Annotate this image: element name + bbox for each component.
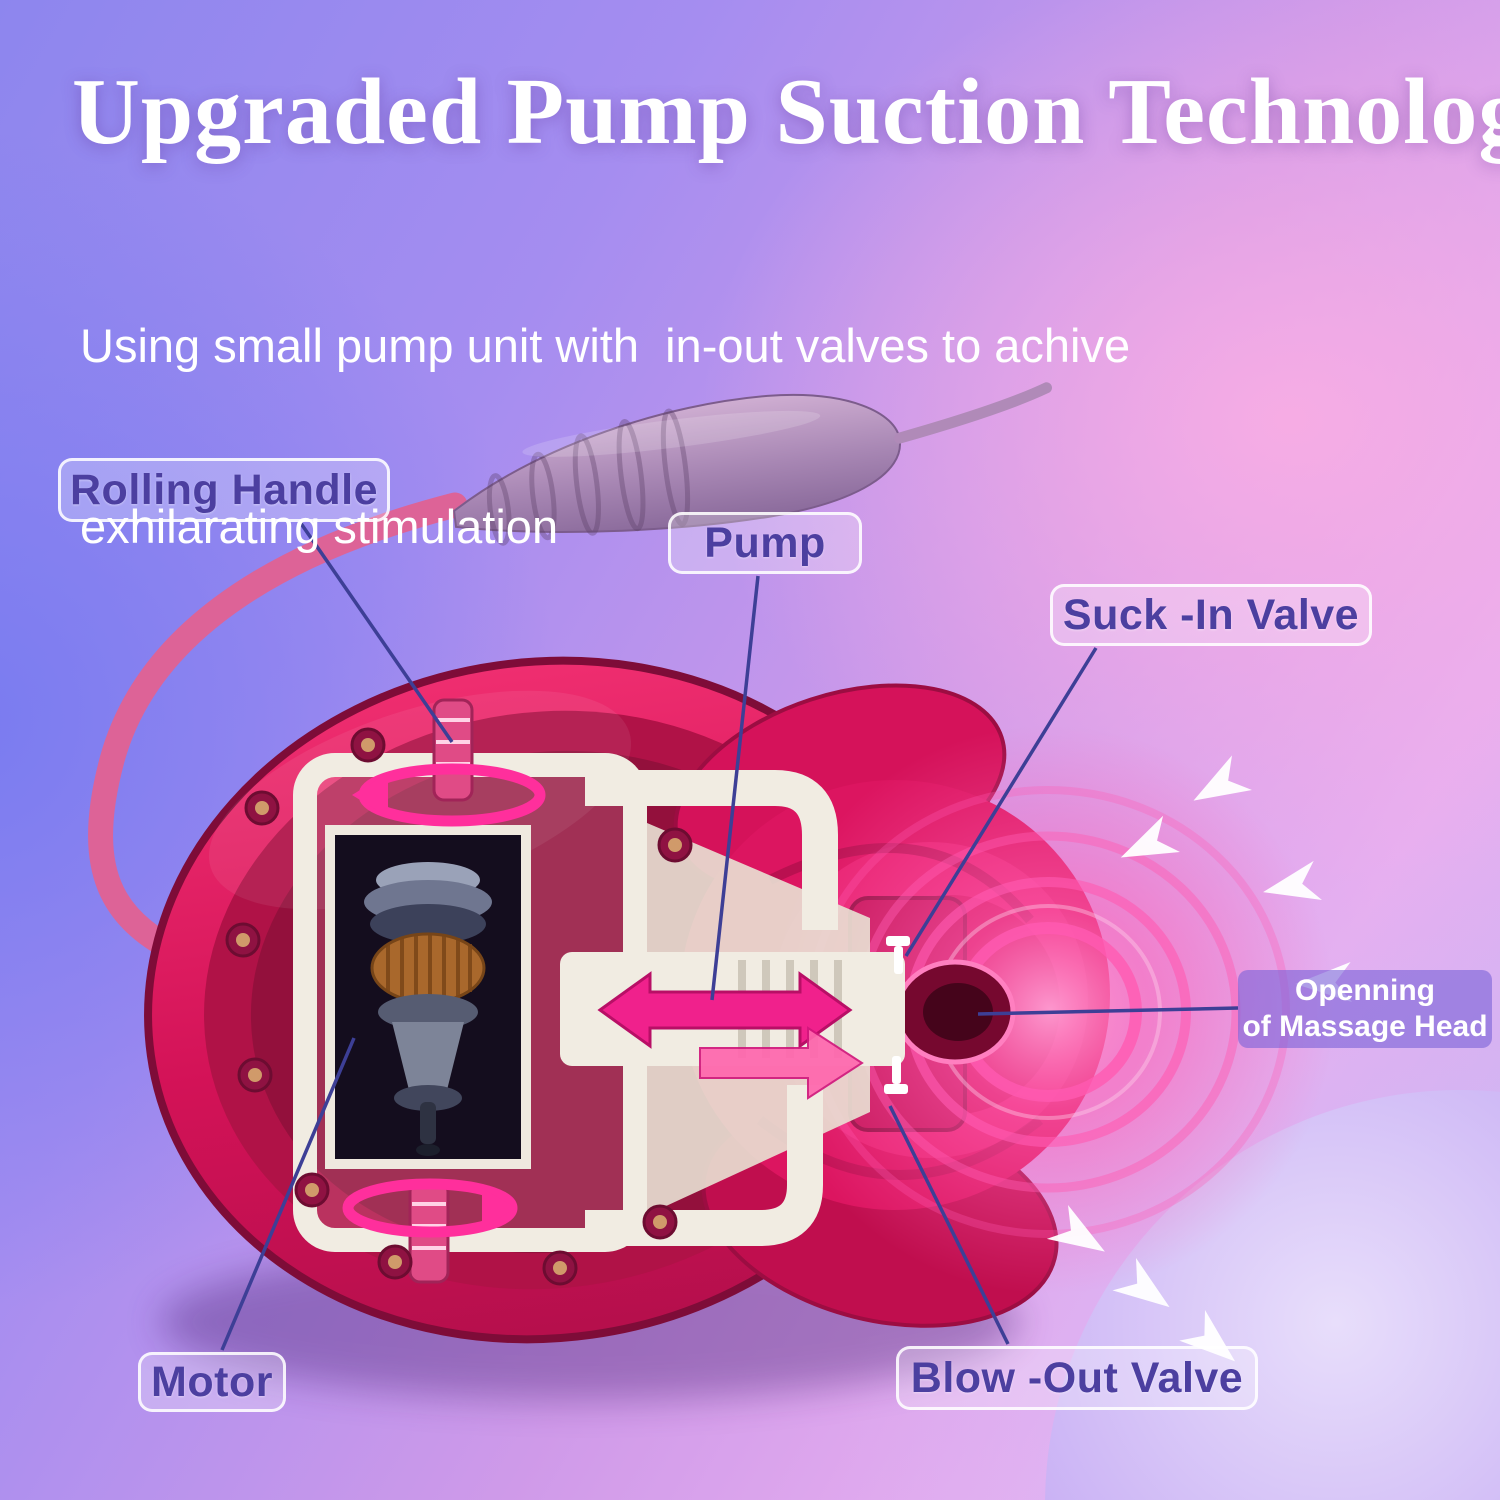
callout-motor-label: Motor bbox=[151, 1357, 273, 1406]
background-sphere bbox=[1045, 1090, 1500, 1500]
suck-in-valve bbox=[886, 936, 910, 974]
callout-pump-label: Pump bbox=[704, 518, 826, 567]
callout-rolling-handle: Rolling Handle bbox=[58, 458, 390, 522]
callout-suck-in-valve: Suck -In Valve bbox=[1050, 584, 1372, 646]
leader-lines bbox=[220, 521, 1239, 1351]
page-title: Upgraded Pump Suction Technology bbox=[72, 60, 1500, 164]
leader-blow-out-valve bbox=[888, 1105, 1010, 1345]
bullet-attachment bbox=[453, 382, 1053, 546]
rotation-arrow-icon-top bbox=[352, 763, 546, 827]
callout-suck-in-valve-label: Suck -In Valve bbox=[1062, 590, 1360, 639]
callout-motor: Motor bbox=[138, 1352, 286, 1412]
callout-opening-of-massage-head: Openning of Massage Head bbox=[1238, 970, 1492, 1048]
subtitle-line-2: exhilarating stimulation bbox=[80, 499, 559, 553]
callout-rolling-handle-label: Rolling Handle bbox=[70, 465, 378, 514]
leader-opening bbox=[977, 1006, 1239, 1016]
connecting-cord bbox=[88, 492, 468, 971]
callout-opening-line-1: Openning bbox=[1295, 974, 1435, 1007]
callout-blow-out-valve-label: Blow -Out Valve bbox=[910, 1353, 1244, 1402]
callout-pump: Pump bbox=[668, 512, 862, 574]
leader-rolling-handle bbox=[298, 521, 454, 743]
massage-head-opening bbox=[894, 959, 1016, 1065]
suction-glow bbox=[765, 725, 1335, 1295]
leader-motor bbox=[220, 1037, 356, 1351]
motor-photo bbox=[325, 825, 531, 1169]
subtitle-line-1: Using small pump unit with in-out valves… bbox=[80, 319, 1131, 373]
blow-out-valve bbox=[884, 1056, 908, 1094]
callout-opening-line-2: of Massage Head bbox=[1242, 1010, 1488, 1043]
leader-pump bbox=[710, 575, 760, 1001]
in-out-double-arrow-icon bbox=[597, 971, 864, 1100]
leader-suck-in-valve bbox=[904, 647, 1098, 957]
page-subtitle: Using small pump unit with in-out valves… bbox=[80, 196, 1330, 677]
screws bbox=[225, 727, 693, 1286]
rotation-arrow-icon-bottom bbox=[342, 1178, 518, 1238]
callout-blow-out-valve: Blow -Out Valve bbox=[896, 1346, 1258, 1410]
rolling-handle-top bbox=[432, 698, 474, 802]
